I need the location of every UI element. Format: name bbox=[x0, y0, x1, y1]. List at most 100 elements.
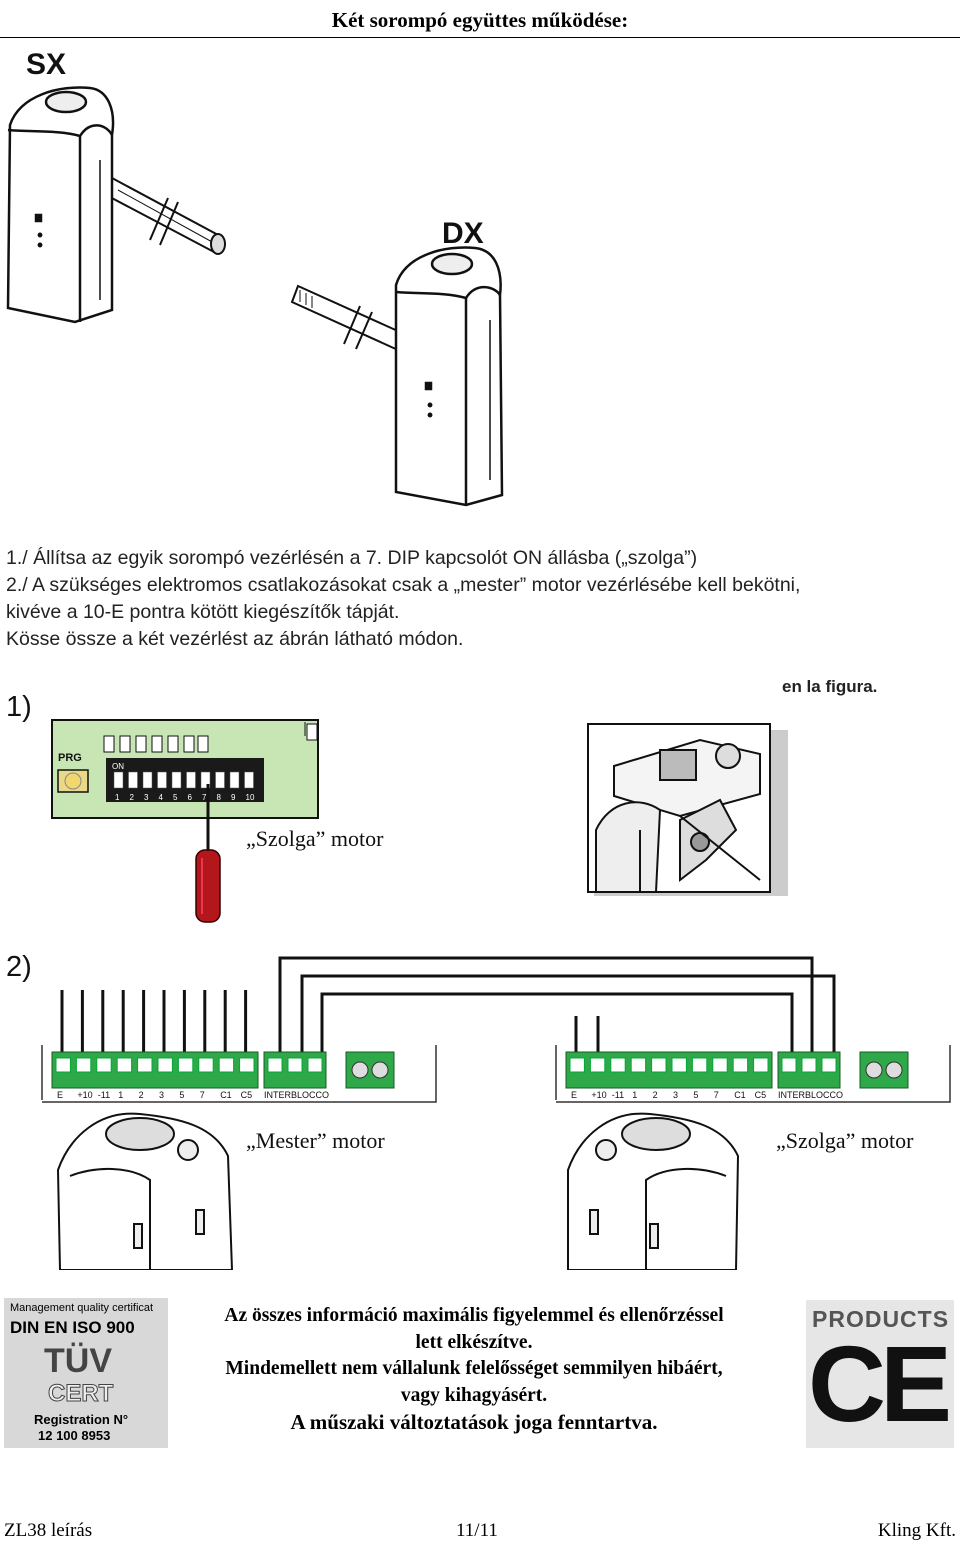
iso-line-2: DIN EN ISO 900 bbox=[10, 1318, 135, 1337]
ground-screw bbox=[371, 1061, 389, 1079]
interlock-terminal bbox=[801, 1057, 817, 1073]
terminal bbox=[55, 1057, 71, 1073]
iso-line-1: Management quality certificat bbox=[10, 1302, 154, 1314]
interlock-wires bbox=[278, 956, 836, 1080]
step1-caption: „Szolga” motor bbox=[246, 826, 384, 851]
sx-label: SX bbox=[26, 48, 66, 81]
terminal bbox=[691, 1057, 708, 1073]
terminal-label: 2 bbox=[139, 1090, 144, 1100]
terminal-label: C5 bbox=[755, 1090, 767, 1100]
footer-right: Kling Kft. bbox=[877, 1520, 956, 1541]
board-prg-label: PRG bbox=[58, 752, 82, 764]
terminal bbox=[198, 1057, 214, 1073]
terminal-label: 7 bbox=[714, 1090, 719, 1100]
cert-text: CERT bbox=[47, 1380, 114, 1408]
interlock-terminal bbox=[267, 1057, 283, 1073]
terminal-label: 5 bbox=[179, 1090, 184, 1100]
dip-number: 5 bbox=[173, 793, 178, 802]
terminal bbox=[218, 1057, 235, 1073]
terminal bbox=[239, 1057, 255, 1073]
terminal-label: E bbox=[57, 1090, 63, 1100]
interlock-label: INTERBLOCCO bbox=[264, 1090, 329, 1100]
slave-motor-cutaway bbox=[587, 723, 788, 896]
master-accessory-wires bbox=[60, 990, 248, 1054]
master-caption: „Mester” motor bbox=[246, 1128, 385, 1153]
sx-cabinet bbox=[6, 86, 115, 324]
tuv-text: TÜV bbox=[44, 1342, 112, 1380]
step2-number: 2) bbox=[6, 951, 32, 983]
barrier-figure: SX DX bbox=[6, 48, 504, 507]
ground-screw bbox=[885, 1061, 903, 1079]
status-leds bbox=[103, 735, 209, 753]
terminal bbox=[157, 1057, 173, 1073]
slave-caption: „Szolga” motor bbox=[776, 1128, 914, 1153]
dip-number: 8 bbox=[217, 793, 222, 802]
sx-boom bbox=[106, 176, 226, 255]
footer-left: ZL38 leírás bbox=[4, 1520, 93, 1541]
dip-switch bbox=[142, 771, 153, 789]
interlock-terminal bbox=[781, 1057, 797, 1073]
terminal bbox=[651, 1057, 667, 1073]
terminal-label: +10 bbox=[591, 1090, 606, 1100]
registration-label: Registration N° bbox=[34, 1412, 129, 1427]
dip-number: 6 bbox=[188, 793, 193, 802]
terminal-label: +10 bbox=[77, 1090, 92, 1100]
page-title: Két sorompó együttes működése: bbox=[331, 8, 629, 32]
terminal bbox=[75, 1057, 92, 1073]
dip-on-label: ON bbox=[112, 762, 124, 771]
interlock-terminal bbox=[821, 1057, 837, 1073]
terminal bbox=[137, 1057, 153, 1073]
terminal bbox=[589, 1057, 606, 1073]
terminal-label: -11 bbox=[98, 1090, 110, 1100]
interlock-terminal bbox=[287, 1057, 303, 1073]
dip-number: 7 bbox=[202, 793, 207, 802]
footer-page-number: 11/11 bbox=[456, 1520, 498, 1541]
dx-boom bbox=[290, 284, 402, 352]
slave-motor bbox=[567, 1112, 740, 1270]
dip-switches bbox=[113, 771, 254, 789]
terminal-label: 5 bbox=[693, 1090, 698, 1100]
disclaimer-line-3: Mindemellett nem vállalunk felelősséget … bbox=[225, 1358, 723, 1379]
disclaimer-line-5: A műszaki változtatások joga fenntartva. bbox=[290, 1410, 658, 1434]
products-text: PRODUCTS bbox=[812, 1306, 950, 1332]
terminal bbox=[712, 1057, 728, 1073]
terminal bbox=[177, 1057, 194, 1073]
registration-number: 12 100 8953 bbox=[38, 1428, 111, 1443]
dip-switch bbox=[186, 771, 196, 789]
terminal bbox=[630, 1057, 647, 1073]
instruction-line-3: kivéve a 10-E pontra kötött kiegészítők … bbox=[6, 601, 400, 623]
ground-screw bbox=[865, 1061, 883, 1079]
dip-switch bbox=[113, 771, 124, 789]
terminal-label: -11 bbox=[612, 1090, 624, 1100]
cropped-figure-text: en la figura. bbox=[782, 680, 877, 696]
disclaimer-line-2: lett elkészítve. bbox=[415, 1331, 533, 1353]
instruction-line-2: 2./ A szükséges elektromos csatlakozások… bbox=[6, 574, 801, 596]
terminal bbox=[610, 1057, 626, 1073]
disclaimer: Az összes információ maximális figyelemm… bbox=[170, 1303, 778, 1436]
ce-mark: CE bbox=[808, 1323, 952, 1444]
instruction-line-1: 1./ Állítsa az egyik sorompó vezérlésén … bbox=[6, 547, 698, 569]
terminal-label: 7 bbox=[200, 1090, 205, 1100]
terminal-label: C1 bbox=[734, 1090, 746, 1100]
terminal bbox=[116, 1057, 133, 1073]
instructions: 1./ Állítsa az egyik sorompó vezérlésén … bbox=[6, 545, 800, 653]
dx-label: DX bbox=[442, 217, 484, 250]
master-motor bbox=[56, 1112, 234, 1270]
dip-switch bbox=[171, 771, 182, 789]
ground-screw bbox=[351, 1061, 369, 1079]
dip-switch bbox=[244, 771, 254, 789]
iso-certificate-logo: Management quality certificat DIN EN ISO… bbox=[4, 1298, 168, 1448]
dip-number: 2 bbox=[130, 793, 135, 802]
terminal bbox=[732, 1057, 749, 1073]
interlock-terminal bbox=[307, 1057, 323, 1073]
dip-switch bbox=[157, 771, 167, 789]
dip-number: 3 bbox=[144, 793, 149, 802]
disclaimer-line-1: Az összes információ maximális figyelemm… bbox=[224, 1305, 724, 1326]
dip-switch bbox=[215, 771, 225, 789]
